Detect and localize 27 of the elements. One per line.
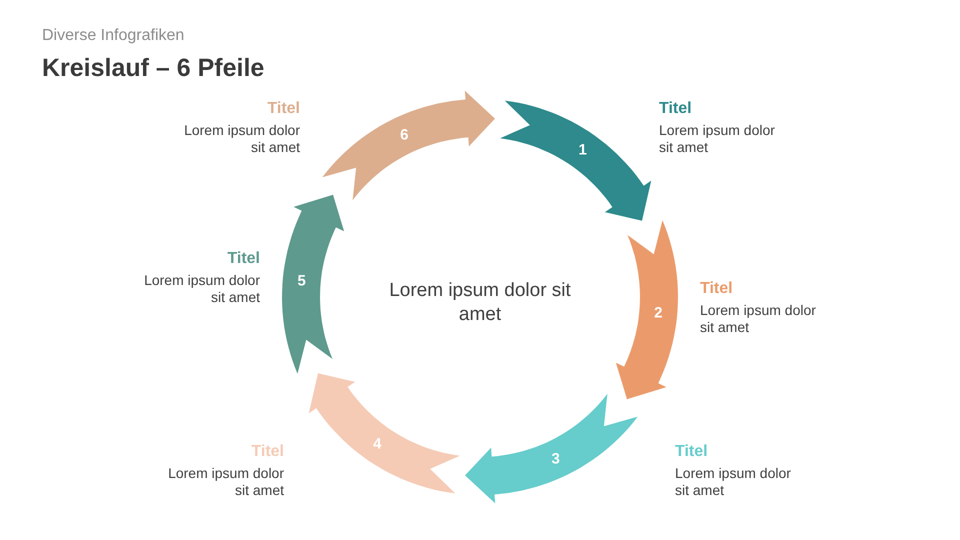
step-number: 1 [578, 142, 587, 159]
step-number: 5 [298, 272, 306, 290]
step-number: 2 [654, 304, 662, 322]
step-title: Titel [226, 250, 260, 268]
step-title: Titel [659, 100, 693, 118]
arrow-segment [282, 194, 345, 374]
step-title: Titel [250, 443, 284, 461]
step-title: Titel [700, 280, 734, 298]
step-number: 3 [551, 450, 560, 468]
step-description: Lorem ipsum dolor sit amet [675, 465, 792, 499]
arrow-segment [308, 373, 460, 494]
step-description: Lorem ipsum dolor sit amet [167, 465, 284, 499]
arrow-segment [615, 220, 678, 400]
step-description: Lorem ipsum dolor sit amet [183, 122, 300, 156]
arrow-segment [322, 90, 495, 201]
step-number: 4 [373, 435, 382, 452]
arrow-segment [465, 393, 638, 504]
step-description: Lorem ipsum dolor sit amet [659, 122, 776, 156]
arrow-segment [500, 100, 652, 221]
step-title: Titel [675, 443, 709, 461]
step-description: Lorem ipsum dolor sit amet [700, 302, 817, 336]
step-title: Titel [266, 100, 300, 118]
title: Kreislauf – 6 Pfeile [42, 54, 264, 83]
step-description: Lorem ipsum dolor sit amet [143, 272, 260, 306]
subtitle: Diverse Infografiken [42, 27, 184, 45]
step-number: 6 [400, 126, 409, 144]
center-text: Lorem ipsum dolor sit amet [388, 279, 572, 327]
